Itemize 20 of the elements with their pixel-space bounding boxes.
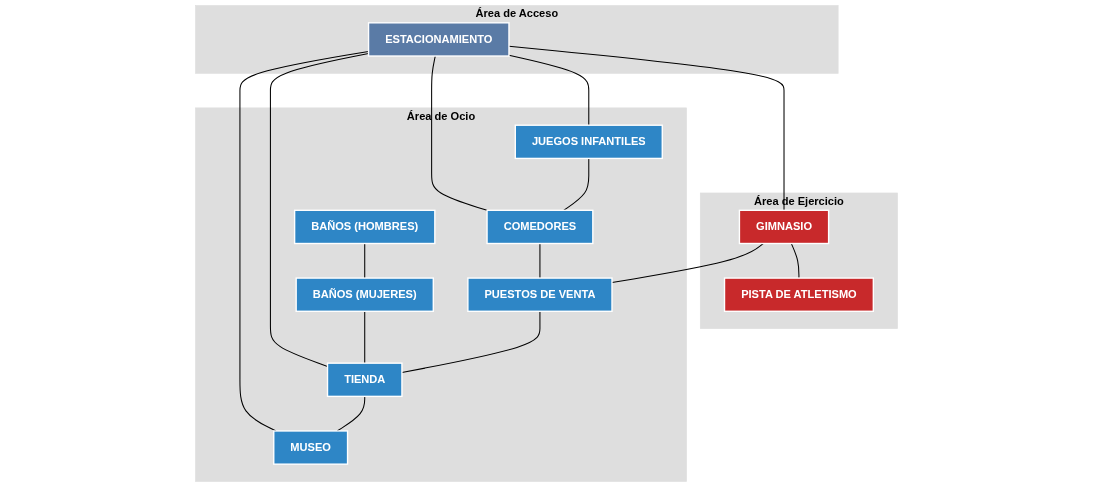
- connector: [431, 55, 488, 211]
- connector: [239, 50, 370, 432]
- node-box: PISTA DE ATLETISMO: [724, 277, 875, 312]
- node-box: ESTACIONAMIENTO: [368, 22, 511, 57]
- node-box: BAÑOS (MUJERES): [295, 277, 435, 312]
- connector: [791, 242, 800, 279]
- node-box: PUESTOS DE VENTA: [467, 277, 614, 312]
- connector: [270, 53, 370, 367]
- connector: [364, 242, 366, 279]
- node-box: GIMNASIO: [739, 209, 830, 245]
- connector: [563, 157, 590, 211]
- node-box: TIENDA: [327, 362, 404, 398]
- connector: [508, 45, 785, 211]
- node-box: JUEGOS INFANTILES: [515, 124, 664, 160]
- connector: [337, 395, 366, 432]
- node-box: BAÑOS (HOMBRES): [294, 209, 436, 245]
- node-box: MUSEO: [273, 430, 349, 465]
- connector: [364, 310, 366, 364]
- connector: [508, 54, 590, 126]
- node-box: COMEDORES: [486, 209, 594, 245]
